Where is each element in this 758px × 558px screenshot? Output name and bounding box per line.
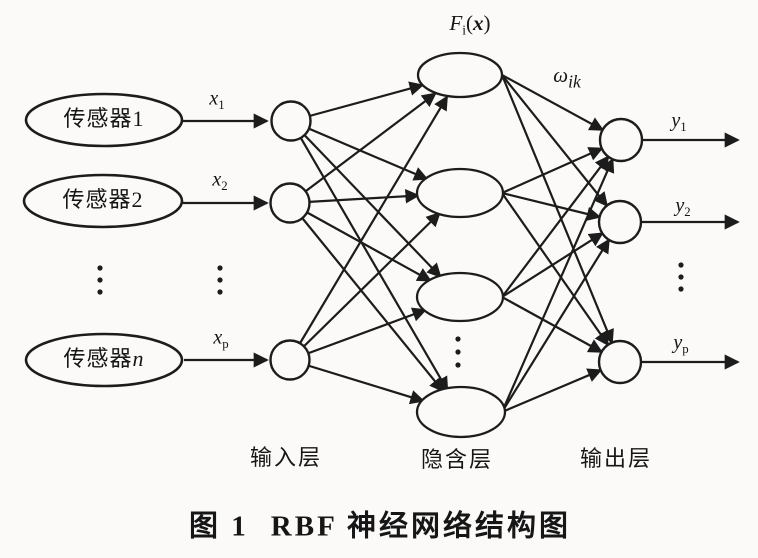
sensor-name: 传感器 [63,346,133,371]
signal-base: y [673,331,683,354]
sensor-index: n [132,346,145,371]
edge-h3-o1 [501,155,610,298]
input-node-3 [269,339,311,381]
edge-i3-h1 [289,95,448,361]
output-layer-nodes [597,117,644,385]
sensor-node-1 [24,92,184,148]
weight-sub: ik [568,71,581,92]
edge-h2-o2 [501,191,602,221]
weight-base: ω [553,63,569,88]
signal-sub: 1 [680,119,687,134]
figure-number: 图 1 [189,510,249,543]
signal-base: x [213,326,223,349]
paren-close: ) [483,10,491,35]
input-layer-nodes [269,100,312,381]
signal-sub: p [222,336,229,351]
paren-open: ( [466,10,474,35]
edge-i2-h2 [289,188,420,205]
sensor-node-2 [22,173,184,229]
signal-base: x [209,87,219,110]
sensor-nodes [22,92,184,388]
output-layer-label: 输出层 [579,446,653,471]
hidden-layer-label: 隐含层 [420,447,494,472]
dots-sensor-column [97,289,103,295]
hidden-node-4 [415,385,507,439]
output-signal-label-yp: yp [673,332,688,355]
dots-sensor-column [97,277,103,283]
output-node-1 [598,117,644,163]
hidden-node-3 [415,271,505,323]
input-layer-label: 输入层 [249,445,323,470]
edge-h1-o3 [500,74,614,345]
input-node-1 [270,100,312,142]
sensor-label-2: 传感器2 [62,189,143,211]
output-node-2 [597,199,643,245]
sensor-node-n [24,332,184,388]
dots-input-signal-column [217,277,223,283]
sensor-label-n: 传感器n [63,348,144,370]
edge-i1-h4 [290,120,449,392]
edge-i2-h1 [289,92,437,204]
edge-h2-o1 [501,147,604,195]
edge-i3-h4 [289,358,425,405]
output-signal-label-y1: y1 [671,110,686,133]
sensor-label-1: 传感器1 [63,108,144,130]
figure-caption: 图 1 RBF 神经网络结构图 [189,510,571,543]
signal-base: y [675,194,685,217]
dots-hidden-column [455,336,461,342]
signal-sub: 2 [221,178,228,193]
input-to-hidden-edges [289,81,449,405]
function-base: F [449,10,463,35]
input-signal-label-xp: xp [213,327,228,350]
hidden-node-2 [415,167,505,219]
signal-base: x [212,168,222,191]
dots-output-signal-column [678,274,684,280]
function-sub: i [462,22,467,38]
basis-function-label: Fi(x) [449,10,491,38]
edge-h3-o2 [501,232,604,298]
sensor-index: 2 [131,187,144,212]
signal-sub: p [682,341,689,356]
edge-h4-o2 [501,238,610,413]
sensor-name: 传感器 [62,187,132,212]
input-node-2 [269,182,311,224]
input-signal-label-x1: x1 [209,88,224,111]
signal-base: y [671,109,681,132]
input-signal-label-x2: x2 [212,169,227,192]
dots-hidden-column [455,349,461,355]
figure-title: RBF 神经网络结构图 [270,510,571,543]
dots-input-signal-column [217,289,223,295]
edge-h4-o1 [500,157,615,413]
output-arrows [641,132,740,370]
dots-output-signal-column [678,262,684,268]
sensor-name: 传感器 [63,106,133,131]
sensor-to-input-arrows [183,113,269,368]
output-node-3 [597,339,643,385]
dots-output-signal-column [678,286,684,292]
hidden-to-output-edges [500,74,615,414]
dots-input-signal-column [217,265,223,271]
edge-h1-o2 [501,74,608,207]
ellipsis-dots [97,262,684,368]
hidden-node-1 [416,51,504,99]
edge-h2-o3 [501,192,609,347]
dots-sensor-column [97,265,103,271]
edge-h3-o3 [501,296,604,353]
function-arg: x [473,10,484,35]
edge-i2-h4 [289,202,444,393]
sensor-index: 1 [132,106,145,131]
edge-h1-o1 [501,74,605,131]
signal-sub: 2 [684,204,691,219]
signal-sub: 1 [218,97,225,112]
edge-h4-o3 [501,368,603,414]
edge-i3-h3 [289,307,428,362]
edge-i1-h1 [290,81,425,123]
weight-label: ωik [553,65,580,91]
dots-hidden-column [455,362,461,368]
hidden-layer-nodes [415,51,507,439]
edge-i3-h2 [289,211,441,361]
output-signal-label-y2: y2 [675,195,690,218]
